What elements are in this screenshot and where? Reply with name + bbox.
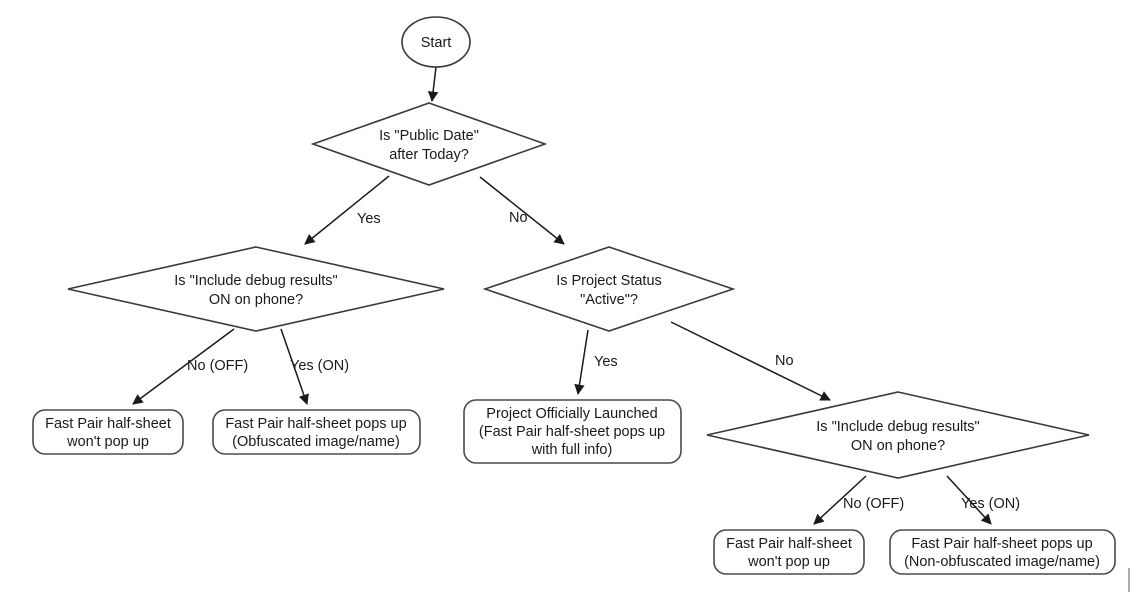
node-decision-project-status[interactable]: Is Project Status "Active"? [482, 246, 736, 332]
node-decision-public-date[interactable]: Is "Public Date" after Today? [310, 102, 548, 186]
edge-line [946, 475, 992, 525]
terminal-box[interactable] [889, 529, 1116, 575]
terminal-label-line1: Fast Pair half-sheet pops up [225, 416, 406, 432]
edge-debug-right-no-off: No (OFF) [813, 475, 904, 525]
decision-diamond[interactable] [310, 102, 548, 186]
terminal-label-line1: Project Officially Launched [486, 406, 657, 422]
node-terminal-project-launched[interactable]: Project Officially Launched (Fast Pair h… [463, 399, 682, 464]
edge-label-no-off: No (OFF) [187, 358, 248, 374]
terminal-box[interactable] [713, 529, 865, 575]
decision-label-line1: Is "Include debug results" [174, 273, 337, 289]
edge-label-yes: Yes [594, 354, 618, 370]
terminal-box[interactable] [463, 399, 682, 464]
start-ellipse[interactable] [401, 16, 471, 68]
decision-label-line2: "Active"? [580, 292, 638, 308]
terminal-box[interactable] [212, 409, 421, 455]
edge-label-yes-on: Yes (ON) [290, 358, 349, 374]
terminal-label-line1: Fast Pair half-sheet [726, 536, 852, 552]
decision-label-line2: ON on phone? [851, 438, 945, 454]
decision-diamond[interactable] [67, 246, 445, 332]
decision-label-line1: Is Project Status [556, 273, 662, 289]
node-decision-debug-right[interactable]: Is "Include debug results" ON on phone? [706, 391, 1090, 479]
edge-line [479, 176, 565, 245]
edge-debug-right-yes-on: Yes (ON) [946, 475, 1020, 525]
decision-diamond[interactable] [706, 391, 1090, 479]
terminal-label-line2: won't pop up [66, 434, 149, 450]
edge-label-no-off: No (OFF) [843, 496, 904, 512]
decision-diamond[interactable] [482, 246, 736, 332]
edge-debug-left-yes-on: Yes (ON) [280, 328, 349, 405]
terminal-label-line2: (Obfuscated image/name) [232, 434, 400, 450]
edge-label-yes: Yes [357, 211, 381, 227]
decision-label-line2: ON on phone? [209, 292, 303, 308]
node-start[interactable]: Start [401, 16, 471, 68]
edge-line [304, 175, 390, 245]
edge-label-yes-on: Yes (ON) [961, 496, 1020, 512]
start-label: Start [421, 35, 452, 51]
node-terminal-right-on[interactable]: Fast Pair half-sheet pops up (Non-obfusc… [889, 529, 1116, 575]
edge-line [132, 328, 235, 405]
edges-layer: Yes No No (OFF) Yes (ON) Yes No No (OFF) [132, 66, 1020, 525]
edge-label-no: No [509, 210, 528, 226]
edge-project-status-no: No [670, 321, 831, 401]
edge-project-status-yes: Yes [574, 329, 618, 396]
edge-line [427, 66, 439, 103]
terminal-label-line1: Fast Pair half-sheet [45, 416, 171, 432]
terminal-label-line2: (Fast Pair half-sheet pops up [479, 424, 665, 440]
edge-line [670, 321, 831, 401]
edge-start-to-public-date [427, 66, 439, 103]
edge-line [813, 475, 867, 525]
terminal-label-line2: (Non-obfuscated image/name) [904, 554, 1100, 570]
edge-debug-left-no-off: No (OFF) [132, 328, 248, 405]
edge-public-date-no: No [479, 176, 565, 245]
terminal-box[interactable] [32, 409, 184, 455]
edge-line [574, 329, 589, 396]
decision-label-line1: Is "Public Date" [379, 128, 479, 144]
edge-label-no: No [775, 353, 794, 369]
terminal-label-line1: Fast Pair half-sheet pops up [911, 536, 1092, 552]
decision-label-line1: Is "Include debug results" [816, 419, 979, 435]
terminal-label-line2: won't pop up [747, 554, 830, 570]
edge-line [280, 328, 309, 405]
edge-public-date-yes: Yes [304, 175, 390, 245]
terminal-label-line3: with full info) [531, 442, 613, 458]
node-terminal-left-off[interactable]: Fast Pair half-sheet won't pop up [32, 409, 184, 455]
node-terminal-left-on[interactable]: Fast Pair half-sheet pops up (Obfuscated… [212, 409, 421, 455]
nodes-layer: Start Is "Public Date" after Today? Is "… [32, 16, 1116, 575]
node-terminal-right-off[interactable]: Fast Pair half-sheet won't pop up [713, 529, 865, 575]
node-decision-debug-left[interactable]: Is "Include debug results" ON on phone? [67, 246, 445, 332]
decision-label-line2: after Today? [389, 147, 469, 163]
